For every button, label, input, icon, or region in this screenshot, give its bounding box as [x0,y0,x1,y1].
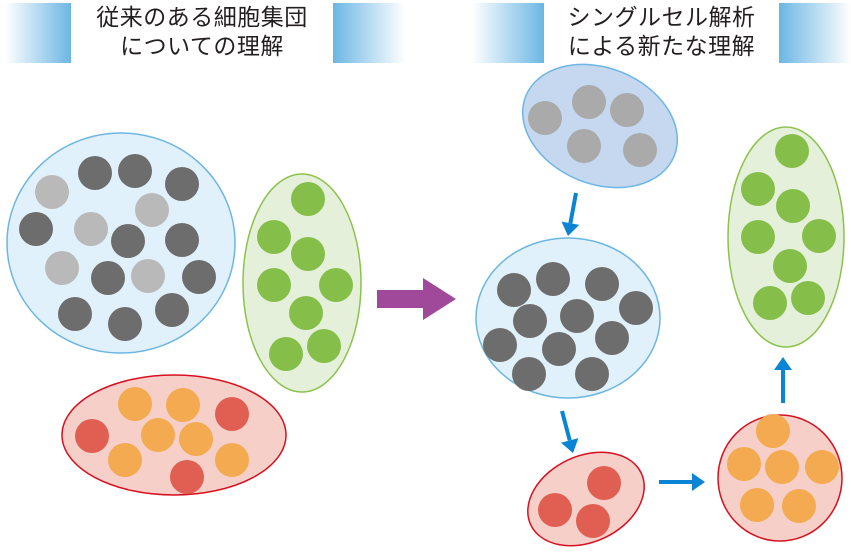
cell [182,260,216,294]
header-left: 従来のある細胞集団 についての理解 [0,3,420,63]
right-green-cluster [727,126,845,348]
cell [528,101,562,135]
flow-arrow-center-to-red [560,410,579,453]
cell [538,493,572,527]
header-left-gradient-bar-right [333,3,405,63]
cell [513,304,547,338]
cell [619,291,653,325]
cell [108,307,142,341]
cell [483,328,517,362]
cell [165,223,199,257]
cell [131,259,165,293]
cell [575,357,609,391]
cell [791,281,825,315]
cell [567,129,601,163]
left-red-population [61,374,287,496]
cell [536,262,570,296]
header-right-gradient-bar-right [779,3,851,63]
cell [319,268,353,302]
cell [805,450,839,484]
cell [727,447,761,481]
cell [776,189,810,223]
flow-arrow-orange-to-green-head-icon [774,357,792,370]
cell [291,182,325,216]
cell [108,443,142,477]
cell [572,85,606,119]
cell [215,443,249,477]
cell [78,156,112,190]
cell [740,488,774,522]
cell [291,237,325,271]
cell [165,167,199,201]
cell [91,261,125,295]
cell [74,212,108,246]
cell [542,332,576,366]
cell [595,321,629,355]
flow-arrow-top-to-center [561,192,580,236]
cell [135,193,169,227]
flow-arrow-top-to-center-shaft [568,192,578,224]
flow-arrow-red-to-orange-head-icon [692,473,705,491]
header-right: シングルセル解析 による新たな理解 [430,3,851,63]
cell [58,297,92,331]
flow-arrow-orange-to-green [774,357,792,403]
cell [587,466,621,500]
cell [35,175,69,209]
cell [215,397,249,431]
header-left-line2: についての理解 [120,34,284,60]
flow-arrow-top-to-center-head-icon [561,221,580,236]
cell [756,414,790,448]
cell [741,220,775,254]
right-dark-center-cluster [475,237,661,399]
cell [576,504,610,538]
cell [118,387,152,421]
cell [560,299,594,333]
cell [775,134,809,168]
left-green-population [242,173,362,393]
cell [45,251,79,285]
header-left-line1: 従来のある細胞集団 [96,5,308,31]
header-right-gradient-bar [472,3,544,63]
header-right-line1: シングルセル解析 [567,5,756,31]
cell [141,418,175,452]
cell [257,268,291,302]
cell [773,249,807,283]
cell [497,273,531,307]
header-right-line2: による新たな理解 [567,34,756,60]
cell [610,93,644,127]
flow-arrow-red-to-orange [659,473,705,491]
right-gray-top-cluster [521,63,679,189]
cell [269,337,303,371]
cell [75,419,109,453]
right-red-small-cluster [527,451,645,547]
flow-arrow-center-to-red-head-icon [561,438,579,453]
cell [155,293,189,327]
cell [741,172,775,206]
cell [19,212,53,246]
header-left-gradient-bar [5,3,71,63]
left-mixed-population [6,132,236,354]
cell [166,388,200,422]
cell [765,450,799,484]
cell [118,154,152,188]
cell [585,267,619,301]
cell [512,357,546,391]
cell [753,286,787,320]
header-right-title: シングルセル解析 による新たな理解 [545,3,778,63]
cell [802,219,836,253]
transition-arrow-icon [377,278,456,320]
cell [782,489,816,523]
flow-arrow-center-to-red-shaft [560,410,572,441]
cell [111,224,145,258]
cell [179,422,213,456]
header-left-title: 従来のある細胞集団 についての理解 [72,3,332,63]
right-orange-cluster [717,414,843,542]
cell [170,460,204,494]
cell [307,329,341,363]
cell [623,133,657,167]
cell [289,296,323,330]
cell [257,220,291,254]
